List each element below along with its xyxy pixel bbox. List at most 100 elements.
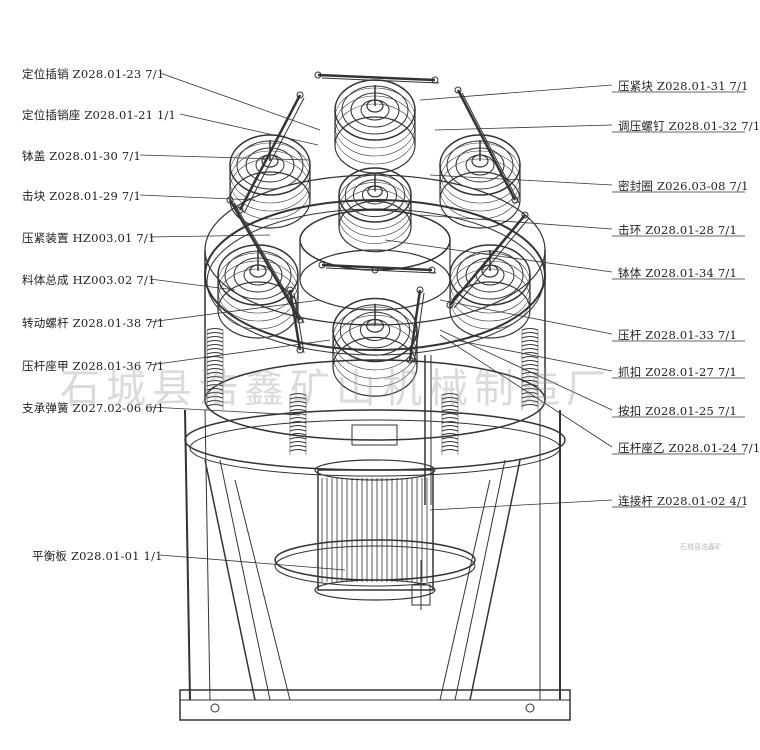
center-bowl: [338, 174, 412, 230]
support-spring: [206, 376, 224, 379]
label-locating-pin-seat: 定位插销座 Z028.01-21 1/1: [22, 108, 177, 122]
balance-plate: [274, 539, 476, 581]
leader-line-right: [429, 174, 613, 186]
support-spring: [521, 356, 539, 359]
center-bowl: [338, 189, 412, 244]
support-spring: [206, 344, 224, 347]
label-catch: 抓扣 Z028.01-27 7/1: [618, 365, 737, 379]
right-bowl: [449, 281, 531, 339]
front-right-rod: [413, 292, 425, 364]
frame-leg-left-inner: [204, 409, 211, 701]
top-lever: [314, 71, 322, 79]
label-seal-ring: 密封圈 Z026.03-08 7/1: [618, 179, 749, 193]
balance-plate-under: [274, 545, 476, 587]
motor-body: [317, 469, 434, 591]
support-spring: [441, 437, 459, 440]
center-bowl: [338, 182, 412, 237]
motor-top: [314, 459, 436, 481]
frame-brace-right-3: [439, 479, 491, 701]
support-spring: [521, 372, 539, 375]
leader-line-right: [419, 214, 613, 230]
support-spring: [441, 425, 459, 428]
support-spring: [521, 336, 539, 339]
support-spring: [206, 388, 224, 391]
label-press-catch: 按扣 Z028.01-25 7/1: [618, 404, 737, 418]
support-spring: [206, 336, 224, 339]
leader-line-right: [454, 339, 613, 372]
front-bowl: [332, 323, 418, 388]
left-lever: [228, 199, 302, 321]
support-spring: [441, 393, 459, 396]
base-plate: [179, 689, 571, 721]
support-spring: [289, 425, 307, 428]
upper-left-lever: [296, 91, 304, 99]
front-bowl: [332, 336, 418, 397]
label-clamp-block: 压紧块 Z028.01-31 7/1: [618, 79, 749, 93]
support-spring: [441, 441, 459, 444]
left-bowl: [217, 281, 299, 339]
support-spring: [289, 393, 307, 396]
support-spring: [206, 332, 224, 335]
support-spring: [206, 364, 224, 367]
support-spring: [521, 344, 539, 347]
label-lever: 压杆 Z028.01-33 7/1: [618, 328, 737, 342]
left-bowl: [217, 252, 299, 314]
support-spring: [289, 405, 307, 408]
label-connecting-rod: 连接杆 Z028.01-02 4/1: [618, 494, 749, 508]
support-spring: [521, 368, 539, 371]
front-bowl: [332, 314, 418, 379]
leader-line-right: [439, 299, 613, 335]
center-bowl: [338, 200, 412, 253]
top-lever: [431, 76, 439, 84]
label-pressure-screw: 调压螺钉 Z028.01-32 7/1: [618, 119, 760, 133]
frame-brace-right-2: [454, 459, 506, 701]
support-spring: [521, 380, 539, 383]
support-spring: [289, 417, 307, 420]
front-lever: [318, 261, 326, 269]
top-bowl: [334, 116, 416, 174]
support-spring: [289, 445, 307, 448]
label-lever-seat-b: 压杆座乙 Z028.01-24 7/1: [618, 441, 760, 455]
center-nut: [351, 424, 398, 446]
central-hub-bottom: [299, 249, 451, 311]
frame-brace-right: [469, 459, 521, 701]
upper-right-lever: [511, 196, 519, 204]
central-hub-top: [299, 209, 451, 271]
leader-line-left: [149, 278, 236, 291]
front-left-rod: [288, 289, 302, 351]
support-spring: [206, 356, 224, 359]
front-right-rod: [416, 286, 424, 294]
leader-line-right: [439, 329, 613, 411]
lower-ring-inner: [189, 419, 561, 477]
frame-brace-left: [204, 459, 256, 701]
label-striker-block: 击块 Z028.01-29 7/1: [22, 189, 141, 203]
front-lever: [321, 263, 433, 272]
label-locating-pin: 定位插销 Z028.01-23 7/1: [22, 67, 165, 81]
support-spring: [289, 429, 307, 432]
support-spring: [206, 352, 224, 355]
support-spring: [521, 340, 539, 343]
watermark: 石城县浩鑫矿山机械制造厂: [60, 366, 612, 412]
leader-line-right: [434, 124, 613, 131]
leader-line-right: [439, 334, 613, 448]
frame-brace-left-3: [234, 479, 291, 701]
support-spring: [441, 429, 459, 432]
label-bowl-cover: 钵盖 Z028.01-30 7/1: [22, 149, 141, 163]
upper-left-lever: [238, 94, 302, 211]
left-lever: [226, 196, 234, 204]
support-spring: [441, 397, 459, 400]
label-clamping-device: 压紧装置 HZ003.01 7/1: [22, 231, 156, 245]
leader-line-left: [139, 154, 311, 161]
support-spring: [521, 332, 539, 335]
support-spring: [289, 397, 307, 400]
stamp-text: 石城县浩鑫矿: [680, 543, 722, 551]
support-spring: [206, 404, 224, 407]
right-lever: [453, 217, 530, 309]
support-spring: [441, 409, 459, 412]
support-spring: [441, 413, 459, 416]
frame-brace-left-2: [219, 459, 271, 701]
support-spring: [521, 364, 539, 367]
upper-right-lever: [461, 92, 520, 204]
front-right-rod: [408, 289, 422, 361]
